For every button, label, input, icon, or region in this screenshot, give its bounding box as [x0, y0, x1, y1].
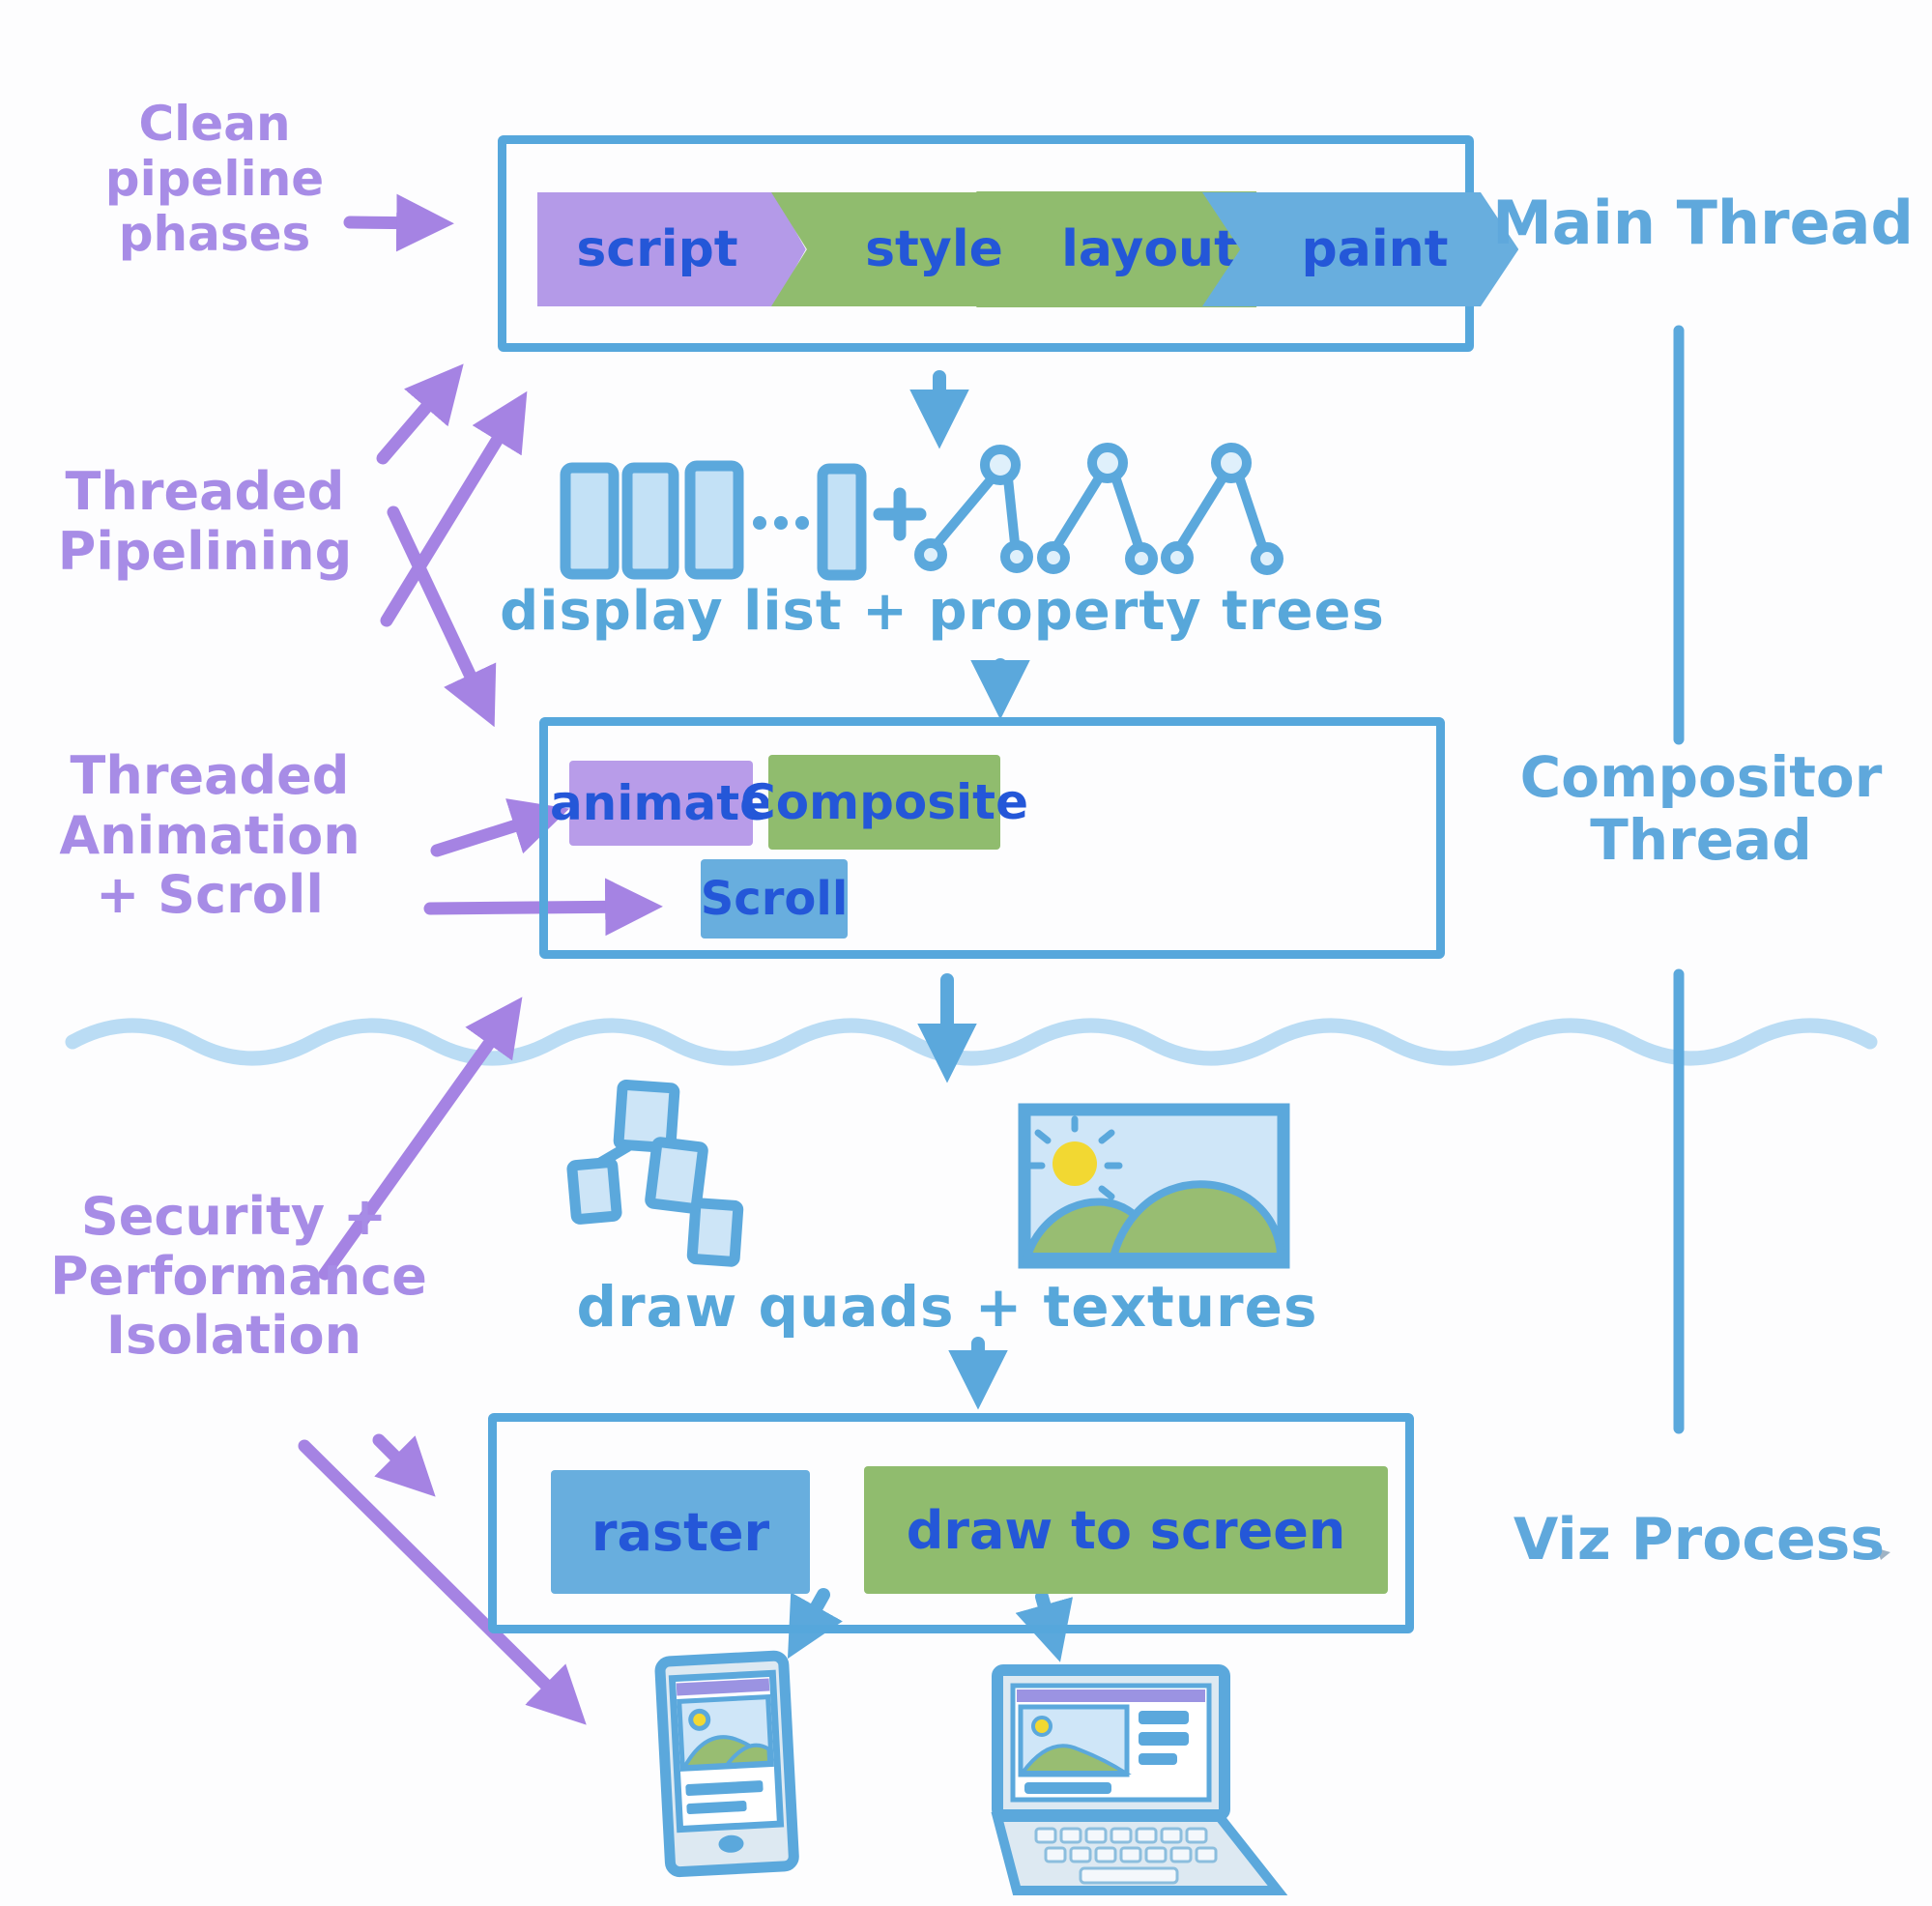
- label-line: Isolation: [105, 1305, 362, 1367]
- draw-quads-icon: [566, 1079, 744, 1267]
- label-line: phases: [118, 206, 311, 262]
- phone-address-bar: [676, 1678, 770, 1696]
- hill-right: [1108, 1180, 1285, 1260]
- label-line: Threaded: [65, 461, 345, 522]
- plus-icon: [873, 487, 927, 541]
- main-thread-box: script style layout paint: [498, 135, 1519, 352]
- arrow-security-to-compositor: [318, 996, 523, 1281]
- label-clean-pipeline-phases: Clean pipeline phases: [70, 97, 360, 262]
- step-raster: raster: [551, 1470, 810, 1594]
- label-line: Compositor: [1519, 744, 1883, 810]
- sun-icon: [1053, 1141, 1097, 1186]
- texture-icon: [1018, 1103, 1290, 1269]
- phase-paint: paint: [1202, 192, 1519, 306]
- label-line: Thread: [1590, 806, 1812, 873]
- arrow-security-to-vizbox: [372, 1433, 436, 1497]
- phone-icon: [654, 1650, 799, 1878]
- arrow-pipelining-to-compositor: [387, 505, 497, 728]
- step-composite: Composite: [740, 755, 1028, 850]
- arrow-scroll-to-scroll: [423, 878, 663, 937]
- label-line: Pipelining: [57, 520, 353, 582]
- caption-display-list: display list + property trees: [500, 580, 1385, 643]
- viz-box: raster draw to screen: [488, 1413, 1414, 1633]
- process-separator-wave: [65, 1018, 1878, 1066]
- label-threaded-animation-scroll: Threaded Animation + Scroll: [41, 746, 379, 925]
- label-line: Security +: [80, 1186, 388, 1247]
- arrow-animation-to-animate: [430, 798, 570, 857]
- laptop-address-bar: [1017, 1689, 1205, 1702]
- label-security-isolation: Security + Performance Isolation: [50, 1186, 427, 1367]
- label-line: Threaded: [70, 745, 350, 806]
- step-animate: animate: [550, 761, 772, 846]
- arrow-pipelining-short-up: [376, 363, 464, 465]
- arrow-vizbox-to-laptop: [1015, 1590, 1074, 1662]
- laptop-icon: [991, 1664, 1288, 1895]
- label-threaded-pipelining: Threaded Pipelining: [41, 462, 369, 581]
- label-line: + Scroll: [96, 864, 324, 926]
- caption-draw-quads: draw quads + textures: [576, 1274, 1318, 1340]
- label-compositor-thread: Compositor Thread: [1488, 746, 1914, 872]
- phone-home-button: [718, 1834, 744, 1853]
- step-scroll: Scroll: [701, 859, 848, 939]
- arrow-security-to-phone: [298, 1439, 587, 1725]
- phase-script: script: [537, 192, 806, 306]
- label-line: pipeline: [104, 151, 325, 207]
- step-draw-to-screen: draw to screen: [864, 1466, 1388, 1594]
- sun-rays: [1026, 1115, 1123, 1200]
- label-main-thread: Main Thread: [1492, 188, 1914, 258]
- arrow-pipelining-to-mainbox: [380, 390, 528, 627]
- label-viz-process: Viz Process: [1513, 1506, 1886, 1574]
- property-trees-icon: [914, 443, 1283, 575]
- arrow-cleanpipeline-to-mainbox: [343, 193, 454, 252]
- label-line: Clean: [138, 96, 291, 152]
- compositor-box: animate Composite Scroll: [539, 717, 1445, 959]
- stray-mark: [1877, 1548, 1890, 1560]
- label-line: Performance: [50, 1245, 427, 1307]
- label-line: Animation: [59, 804, 360, 866]
- phase-style: style: [771, 192, 1069, 306]
- display-list-icon: [560, 460, 867, 581]
- arrow-vizbox-to-phone: [787, 1588, 843, 1660]
